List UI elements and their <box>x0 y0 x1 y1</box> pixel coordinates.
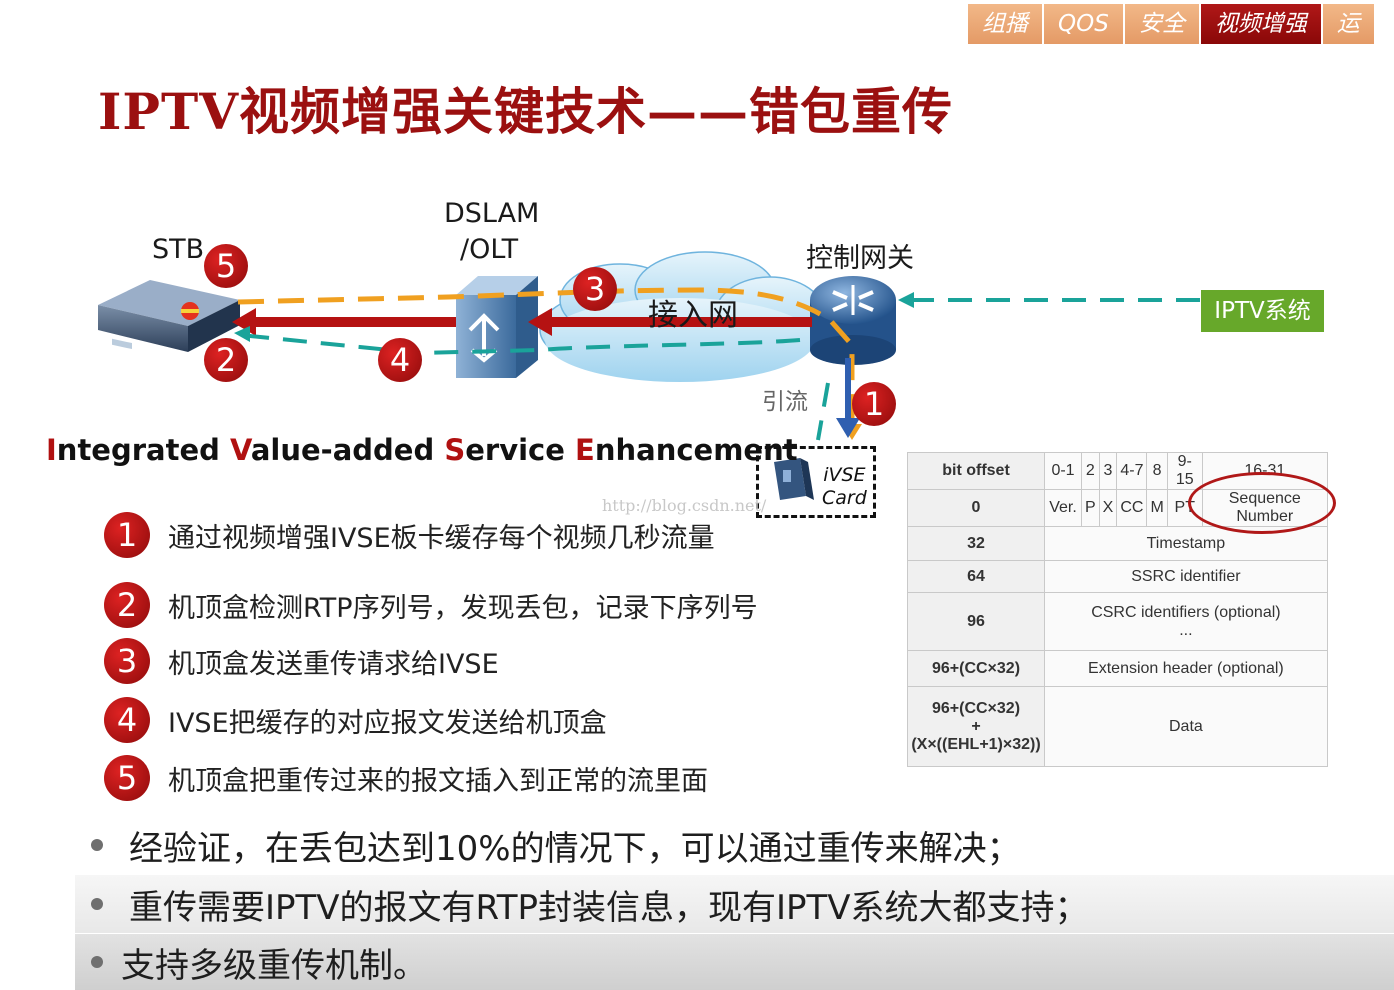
retransmit-request-path <box>237 287 855 430</box>
stb-device-icon <box>98 280 240 352</box>
ivse-heading: Integrated Value-added Service Enhanceme… <box>46 433 798 467</box>
table-cell: 96+(CC×32) + (X×((EHL+1)×32)) <box>907 686 1045 767</box>
step-3: 3 机顶盒发送重传请求给IVSE <box>104 636 499 686</box>
step-text: 通过视频增强IVSE板卡缓存每个视频几秒流量 <box>168 522 715 554</box>
tab-security[interactable]: 安全 <box>1124 4 1201 44</box>
step-number: 4 <box>104 697 150 743</box>
access-network-label: 接入网 <box>648 298 738 333</box>
table-cell: CSRC identifiers (optional) ... <box>1044 592 1328 651</box>
table-cell: 3 <box>1098 452 1118 490</box>
bullet-item: 经验证，在丢包达到10%的情况下，可以通过重传来解决； <box>75 816 1394 874</box>
step-number: 2 <box>104 582 150 628</box>
bullet-dot <box>91 898 103 910</box>
top-nav-tabs: 组播 QOS 安全 视频增强 运 <box>968 4 1376 44</box>
table-cell: 8 <box>1146 452 1168 490</box>
marker-4: 4 <box>378 338 422 382</box>
data-flow-arrow <box>232 308 812 336</box>
table-cell: SSRC identifier <box>1044 560 1328 593</box>
iptv-system-box: IPTV系统 <box>1201 290 1324 332</box>
step-number: 5 <box>104 755 150 801</box>
table-cell: 32 <box>907 526 1045 561</box>
divert-label: 引流 <box>762 389 808 415</box>
table-cell: bit offset <box>907 452 1045 490</box>
divert-arrow <box>836 358 860 438</box>
ivse-card-label: iVSE Card <box>822 464 867 509</box>
table-row: 64 SSRC identifier <box>907 560 1328 593</box>
table-cell: Data <box>1044 686 1328 767</box>
cell-line: CSRC identifiers (optional) <box>1091 603 1281 621</box>
bullet-item: 支持多级重传机制。 <box>75 934 1394 990</box>
table-cell: Extension header (optional) <box>1044 650 1328 687</box>
ivse-card-icon <box>774 458 814 500</box>
table-cell: P <box>1081 489 1100 527</box>
dslam-label: DSLAM <box>444 198 540 229</box>
marker-1: 1 <box>852 382 896 426</box>
tab-qos[interactable]: QOS <box>1044 4 1125 44</box>
table-cell: 0 <box>907 489 1045 527</box>
cell-line: + (X×((EHL+1)×32)) <box>911 717 1041 753</box>
cell-line: 96+(CC×32) <box>931 699 1021 717</box>
marker-2: 2 <box>204 338 248 382</box>
table-cell: Ver. <box>1044 489 1082 527</box>
olt-label: /OLT <box>460 234 519 265</box>
table-cell: 0-1 <box>1044 452 1082 490</box>
step-1: 1 通过视频增强IVSE板卡缓存每个视频几秒流量 <box>104 510 715 560</box>
table-cell: 4-7 <box>1116 452 1148 490</box>
table-cell: 64 <box>907 560 1045 593</box>
ivse-card-box <box>756 446 876 518</box>
stb-label: STB <box>152 234 205 265</box>
bullet-dot <box>91 839 103 851</box>
step-text: 机顶盒把重传过来的报文插入到正常的流里面 <box>168 765 708 797</box>
step-text: 机顶盒检测RTP序列号，发现丢包，记录下序列号 <box>168 592 758 624</box>
cached-packet-path <box>239 333 830 441</box>
table-cell: 96+(CC×32) <box>907 650 1045 687</box>
network-diagram <box>98 251 1200 500</box>
cell-line: ... <box>1179 621 1193 639</box>
table-row: 32 Timestamp <box>907 526 1328 561</box>
table-cell: X <box>1098 489 1118 527</box>
bullet-item: 重传需要IPTV的报文有RTP封装信息，现有IPTV系统大都支持； <box>75 875 1394 933</box>
bullet-dot <box>91 956 103 968</box>
table-row: 96+(CC×32) + (X×((EHL+1)×32)) Data <box>907 686 1328 767</box>
marker-3: 3 <box>573 267 617 311</box>
tab-more[interactable]: 运 <box>1322 4 1376 44</box>
page-title: IPTV视频增强关键技术——错包重传 <box>98 82 953 141</box>
step-2: 2 机顶盒检测RTP序列号，发现丢包，记录下序列号 <box>104 580 758 630</box>
step-text: IVSE把缓存的对应报文发送给机顶盒 <box>168 707 607 739</box>
table-cell: 2 <box>1081 452 1100 490</box>
marker-5: 5 <box>204 244 248 288</box>
step-5: 5 机顶盒把重传过来的报文插入到正常的流里面 <box>104 753 708 803</box>
step-text: 机顶盒发送重传请求给IVSE <box>168 648 499 680</box>
table-cell: CC <box>1116 489 1148 527</box>
bullet-text: 支持多级重传机制。 <box>121 945 427 986</box>
step-number: 3 <box>104 638 150 684</box>
watermark: http://blog.csdn.net/ <box>602 496 767 515</box>
gateway-label: 控制网关 <box>806 243 914 274</box>
table-cell: M <box>1146 489 1168 527</box>
dslam-olt-icon <box>456 276 538 378</box>
tab-multicast[interactable]: 组播 <box>968 4 1044 44</box>
step-4: 4 IVSE把缓存的对应报文发送给机顶盒 <box>104 695 607 745</box>
table-cell: 96 <box>907 592 1045 651</box>
table-cell: 9-15 <box>1166 452 1203 490</box>
bullet-text: 经验证，在丢包达到10%的情况下，可以通过重传来解决； <box>129 828 1021 869</box>
gateway-router-icon <box>810 276 896 365</box>
step-number: 1 <box>104 512 150 558</box>
bullet-text: 重传需要IPTV的报文有RTP封装信息，现有IPTV系统大都支持； <box>129 887 1089 928</box>
table-row: 96+(CC×32) Extension header (optional) <box>907 650 1328 687</box>
tab-video-enhancement[interactable]: 视频增强 <box>1200 4 1323 44</box>
sequence-number-highlight <box>1188 472 1336 534</box>
table-row: 96 CSRC identifiers (optional) ... <box>907 592 1328 651</box>
